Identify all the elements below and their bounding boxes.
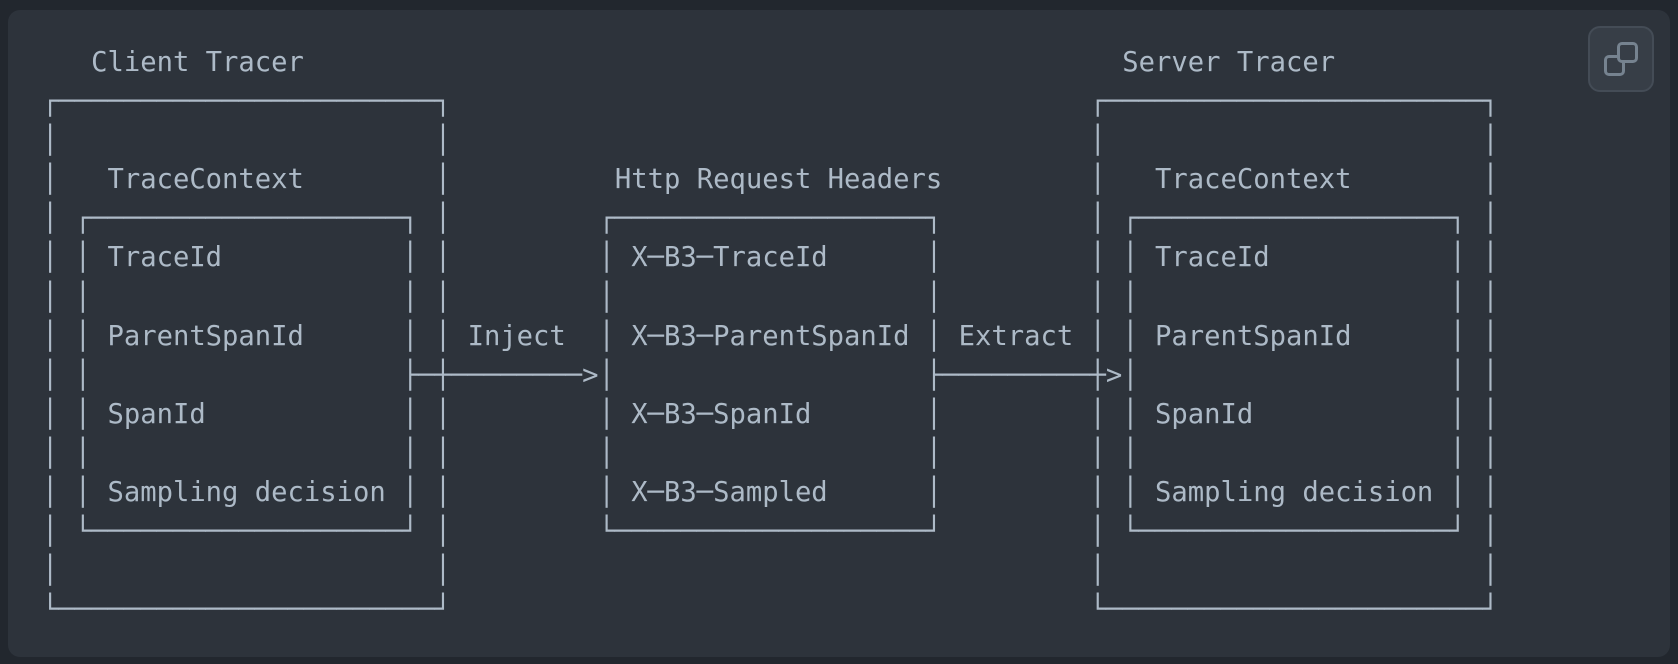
copy-icon — [1604, 42, 1638, 76]
copy-button[interactable] — [1588, 26, 1654, 92]
copy-icon-back-square — [1604, 55, 1625, 76]
code-block: Client Tracer Server Tracer ┌───────────… — [8, 10, 1670, 657]
copy-icon-front-square — [1617, 42, 1638, 63]
b3-propagation-ascii-diagram: Client Tracer Server Tracer ┌───────────… — [42, 47, 1499, 626]
